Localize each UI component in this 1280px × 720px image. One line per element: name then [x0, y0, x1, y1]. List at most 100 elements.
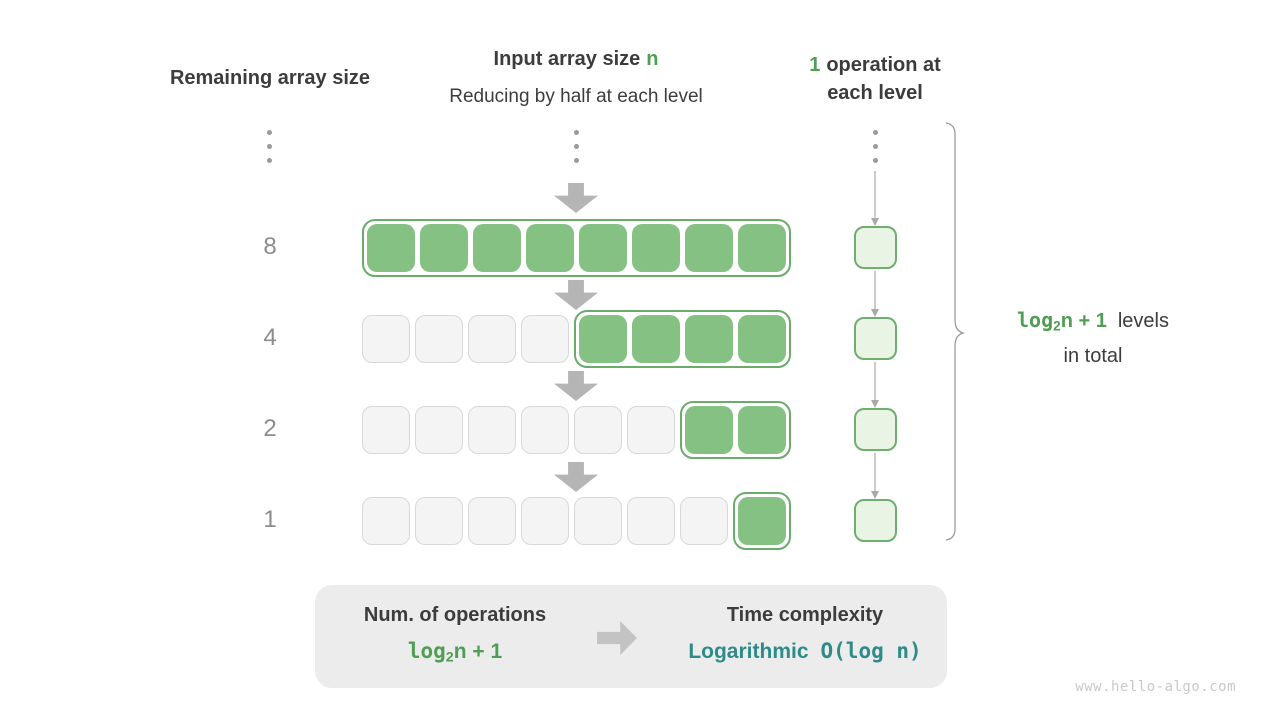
time-complexity-title: Time complexity — [726, 604, 884, 626]
array-cell-inactive — [415, 497, 463, 545]
array-cell-active — [685, 224, 733, 272]
array-cell-active — [685, 315, 733, 363]
dot — [267, 130, 272, 135]
time-complexity-value: Logarithmic O(log n) — [660, 639, 950, 664]
array-cell-active — [367, 224, 415, 272]
implies-arrow-icon — [597, 621, 637, 655]
row-size-label: 4 — [263, 324, 277, 351]
levels-word: levels — [1117, 310, 1169, 332]
halve-step-arrow-icon — [554, 371, 598, 401]
log-formula: log — [407, 639, 446, 663]
array-cell-active — [473, 224, 521, 272]
halve-step-arrow-icon — [554, 183, 598, 213]
dot — [574, 158, 579, 163]
array-cell-active — [632, 315, 680, 363]
dot — [873, 130, 878, 135]
log-formula: log — [1017, 308, 1054, 332]
halve-step-arrow-icon — [554, 462, 598, 492]
array-cell-active — [685, 406, 733, 454]
array-cell-inactive — [521, 315, 569, 363]
array-cell-active — [420, 224, 468, 272]
log-formula-rest: n + 1 — [453, 640, 503, 663]
array-cell-active — [738, 406, 786, 454]
op-flow-arrowhead — [871, 218, 879, 226]
column-header-remaining-size: Remaining array size — [169, 67, 371, 89]
ellipsis-dots-right — [873, 130, 878, 163]
array-cell-inactive — [468, 406, 516, 454]
array-cell-inactive — [627, 406, 675, 454]
operation-cell — [854, 226, 897, 269]
array-cell-active — [526, 224, 574, 272]
ellipsis-dots-middle — [574, 130, 579, 163]
num-operations-title: Num. of operations — [363, 604, 547, 626]
active-subarray — [574, 310, 791, 368]
ops-header-line1-text: operation at — [826, 54, 941, 76]
op-flow-arrowhead — [871, 491, 879, 499]
array-cell-active — [738, 224, 786, 272]
array-cell-active — [738, 315, 786, 363]
array-cell-inactive — [574, 497, 622, 545]
log-subscript: 2 — [445, 649, 454, 666]
num-operations-formula: log2n + 1 — [315, 639, 595, 666]
array-cell-inactive — [362, 497, 410, 545]
array-cell-inactive — [362, 315, 410, 363]
active-subarray — [362, 219, 791, 277]
array-cell-inactive — [627, 497, 675, 545]
ops-header-line2: each level — [827, 82, 923, 104]
input-size-subtitle: Reducing by half at each level — [449, 86, 703, 107]
ellipsis-dots-left — [267, 130, 272, 163]
dot — [574, 144, 579, 149]
array-cell-inactive — [574, 406, 622, 454]
row-size-label: 8 — [263, 233, 277, 260]
log-formula-rest: n + 1 — [1060, 310, 1107, 332]
array-cell-inactive — [415, 315, 463, 363]
big-o-expression: O(log n) — [820, 639, 922, 663]
log-subscript: 2 — [1053, 318, 1061, 334]
operation-cell — [854, 408, 897, 451]
input-size-title-text: Input array size — [493, 48, 641, 70]
row-size-label: 1 — [263, 506, 277, 533]
watermark: www.hello-algo.com — [1075, 679, 1236, 695]
array-cell-inactive — [468, 315, 516, 363]
array-cell-inactive — [680, 497, 728, 545]
active-subarray — [680, 401, 791, 459]
summary-box: Num. of operations log2n + 1 Time comple… — [315, 585, 947, 688]
array-cell-active — [738, 497, 786, 545]
array-cell-active — [632, 224, 680, 272]
array-row — [362, 401, 791, 459]
summary-left: Num. of operations log2n + 1 — [315, 604, 595, 666]
array-cell-inactive — [362, 406, 410, 454]
dot — [267, 144, 272, 149]
levels-count-line1: log2n + 1 levels — [978, 305, 1208, 341]
summary-right: Time complexity Logarithmic O(log n) — [660, 604, 950, 664]
array-row — [362, 492, 791, 550]
dot — [873, 144, 878, 149]
levels-count-label: log2n + 1 levels in total — [978, 305, 1208, 371]
op-flow-arrowhead — [871, 309, 879, 317]
levels-count-line2: in total — [1063, 345, 1123, 368]
levels-brace — [945, 122, 966, 541]
array-cell-inactive — [468, 497, 516, 545]
array-cell-active — [579, 224, 627, 272]
active-subarray — [733, 492, 791, 550]
array-row — [362, 310, 791, 368]
array-cell-inactive — [521, 497, 569, 545]
halve-step-arrow-icon — [554, 280, 598, 310]
array-row — [362, 219, 791, 277]
array-cell-inactive — [415, 406, 463, 454]
complexity-class-word: Logarithmic — [688, 640, 809, 663]
dot — [267, 158, 272, 163]
input-size-n: n — [646, 48, 659, 70]
op-flow-arrowhead — [871, 400, 879, 408]
dot — [873, 158, 878, 163]
array-cell-active — [579, 315, 627, 363]
operation-cell — [854, 317, 897, 360]
row-size-label: 2 — [263, 415, 277, 442]
ops-header-one: 1 — [809, 54, 821, 76]
dot — [574, 130, 579, 135]
